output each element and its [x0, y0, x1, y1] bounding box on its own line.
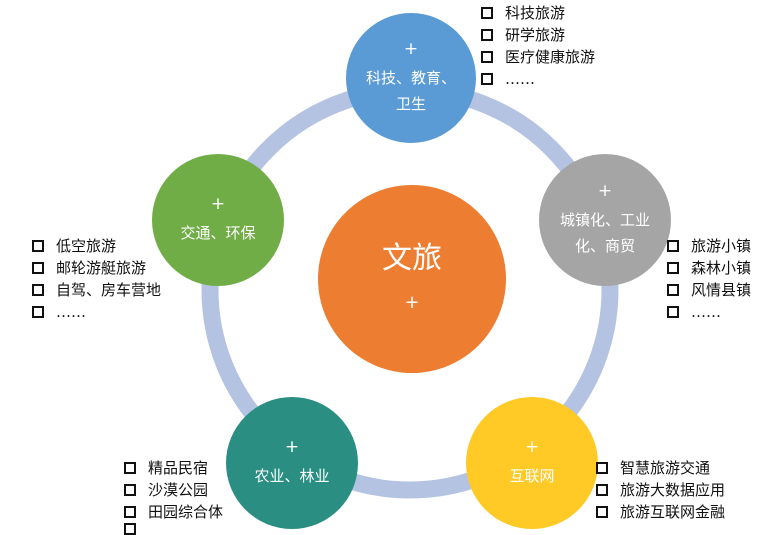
node-plus-icon: + [210, 194, 226, 214]
checkbox-icon [596, 484, 608, 496]
node-plus-icon: + [524, 437, 540, 457]
list-item: 自驾、房车营地 [32, 279, 161, 301]
list-item: 科技旅游 [481, 2, 595, 24]
node-label: 互联网 [509, 467, 555, 485]
center-title: 文旅 [382, 241, 442, 276]
node-label: 城镇化、工业化、商贸 [559, 211, 650, 255]
list-item: 风情县镇 [667, 279, 751, 301]
node-internet: + 互联网 [466, 397, 598, 529]
node-label: 交通、环保 [180, 224, 256, 242]
checkbox-icon [124, 484, 136, 496]
checkbox-icon [32, 284, 44, 296]
center-plus-icon: + [404, 292, 420, 313]
checkbox-icon [481, 73, 493, 85]
list-item: 研学旅游 [481, 24, 595, 46]
checkbox-icon [596, 462, 608, 474]
tech-items-list: 科技旅游 研学旅游 医疗健康旅游 …… [481, 2, 595, 90]
agri-items-list: 精品民宿 沙漠公园 田园综合体 [124, 457, 223, 535]
checkbox-icon [124, 462, 136, 474]
checkbox-icon [667, 240, 679, 252]
checkbox-icon [667, 284, 679, 296]
checkbox-icon [124, 506, 136, 518]
node-plus-icon: + [403, 39, 419, 59]
list-item: 智慧旅游交通 [596, 457, 725, 479]
list-item: …… [667, 301, 751, 323]
node-plus-icon: + [284, 437, 300, 457]
checkbox-icon [32, 262, 44, 274]
checkbox-icon [667, 262, 679, 274]
node-urbanization-industry-trade: + 城镇化、工业化、商贸 [539, 154, 671, 286]
node-label: 科技、教育、卫生 [365, 69, 456, 113]
list-item: 低空旅游 [32, 235, 161, 257]
list-item: 沙漠公园 [124, 479, 223, 501]
checkbox-icon [124, 523, 136, 535]
internet-items-list: 智慧旅游交通 旅游大数据应用 旅游互联网金融 [596, 457, 725, 523]
transport-items-list: 低空旅游 邮轮游艇旅游 自驾、房车营地 …… [32, 235, 161, 323]
list-item [124, 523, 223, 535]
node-label: 农业、林业 [254, 467, 330, 485]
checkbox-icon [32, 306, 44, 318]
checkbox-icon [596, 506, 608, 518]
list-item: …… [32, 301, 161, 323]
list-item: 森林小镇 [667, 257, 751, 279]
list-item: 田园综合体 [124, 501, 223, 523]
list-item: 邮轮游艇旅游 [32, 257, 161, 279]
node-transport-environment: + 交通、环保 [152, 154, 284, 286]
list-item: 精品民宿 [124, 457, 223, 479]
checkbox-icon [667, 306, 679, 318]
checkbox-icon [481, 51, 493, 63]
checkbox-icon [32, 240, 44, 252]
node-tech-education-health: + 科技、教育、卫生 [346, 13, 476, 143]
node-agriculture-forestry: + 农业、林业 [226, 397, 358, 529]
list-item: 旅游小镇 [667, 235, 751, 257]
list-item: 旅游大数据应用 [596, 479, 725, 501]
list-item: 旅游互联网金融 [596, 501, 725, 523]
list-item: …… [481, 68, 595, 90]
urban-items-list: 旅游小镇 森林小镇 风情县镇 …… [667, 235, 751, 323]
center-node-culture-tourism: 文旅 + [318, 185, 506, 373]
checkbox-icon [481, 29, 493, 41]
checkbox-icon [481, 7, 493, 19]
node-plus-icon: + [597, 181, 613, 201]
list-item: 医疗健康旅游 [481, 46, 595, 68]
